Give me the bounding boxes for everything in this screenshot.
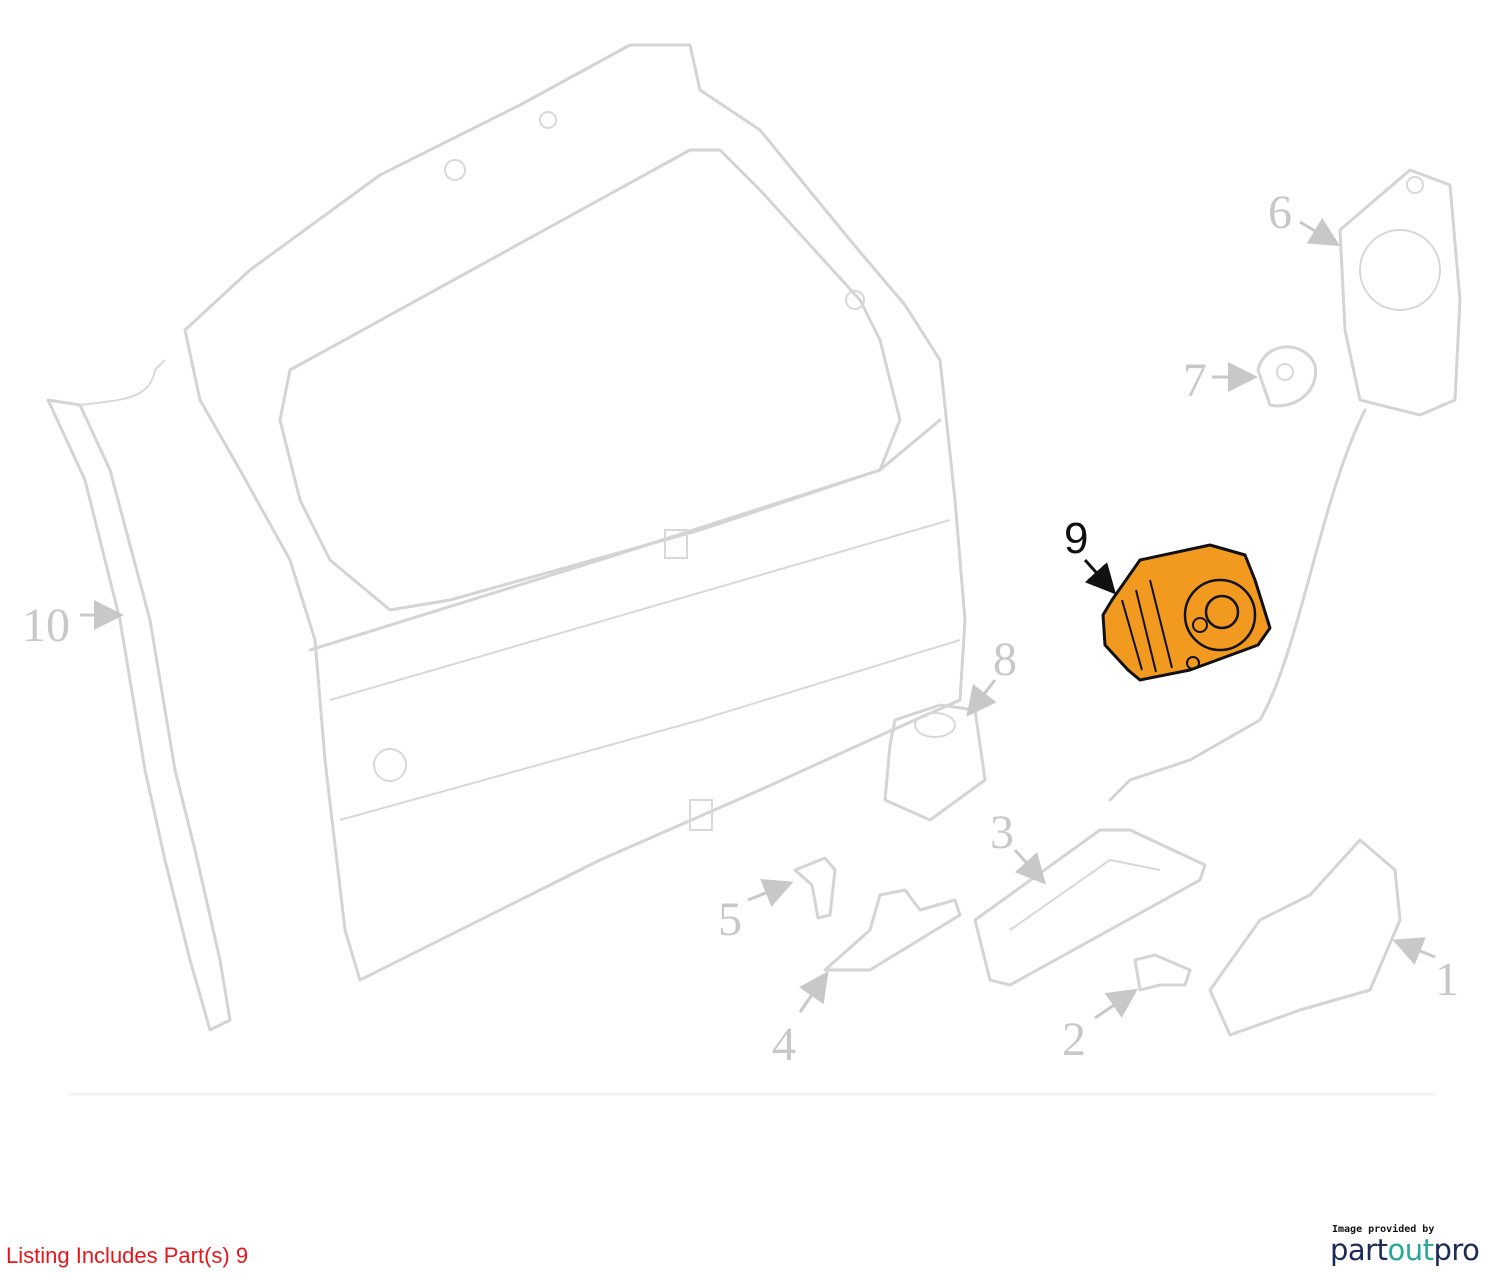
callout-4-arrow: [798, 971, 829, 1013]
callout-8: 8: [993, 633, 1017, 686]
part-4-striker: [823, 888, 962, 972]
callout-9: 9: [1064, 514, 1088, 563]
part-10-trim-strip: [46, 359, 232, 1032]
listing-includes-text: Listing Includes Part(s) 9: [6, 1243, 249, 1268]
logo-brand-part: part: [1330, 1233, 1388, 1267]
logo-caption: Image provided by: [1332, 1224, 1435, 1235]
part-9-highlighted: [1101, 543, 1272, 682]
callout-2: 2: [1062, 1013, 1086, 1066]
callout-6: 6: [1268, 186, 1292, 239]
callout-8-arrow: [966, 679, 997, 717]
callout-1: 1: [1435, 953, 1459, 1006]
part-3-handle: [973, 828, 1207, 987]
callout-10: 10: [22, 599, 70, 652]
liftgate-panel: [183, 43, 967, 982]
part-5-bolt: [793, 856, 837, 920]
callout-5-arrow: [747, 878, 794, 907]
logo-brand-out: out: [1387, 1233, 1434, 1267]
part-7-grommet: [1256, 345, 1317, 408]
part-8-switch: [883, 703, 987, 822]
callout-9-arrow: [1083, 558, 1117, 595]
callout-3-arrow: [1013, 848, 1047, 885]
callout-7: 7: [1183, 354, 1207, 407]
callout-3: 3: [990, 806, 1014, 859]
callout-5: 5: [718, 893, 742, 946]
part-6-actuator: [1108, 168, 1462, 802]
logo-brand-pro: pro: [1433, 1233, 1480, 1267]
logo-brand: partoutpro: [1330, 1235, 1490, 1265]
callout-1-arrow: [1392, 937, 1436, 965]
callout-4: 4: [772, 1018, 796, 1071]
partoutpro-logo: Image provided by partoutpro: [1330, 1224, 1490, 1265]
part-1-latch: [1208, 838, 1402, 1037]
callout-6-arrow: [1299, 217, 1341, 247]
callout-2-arrow: [1094, 988, 1138, 1020]
part-2-bolt: [1133, 953, 1192, 992]
